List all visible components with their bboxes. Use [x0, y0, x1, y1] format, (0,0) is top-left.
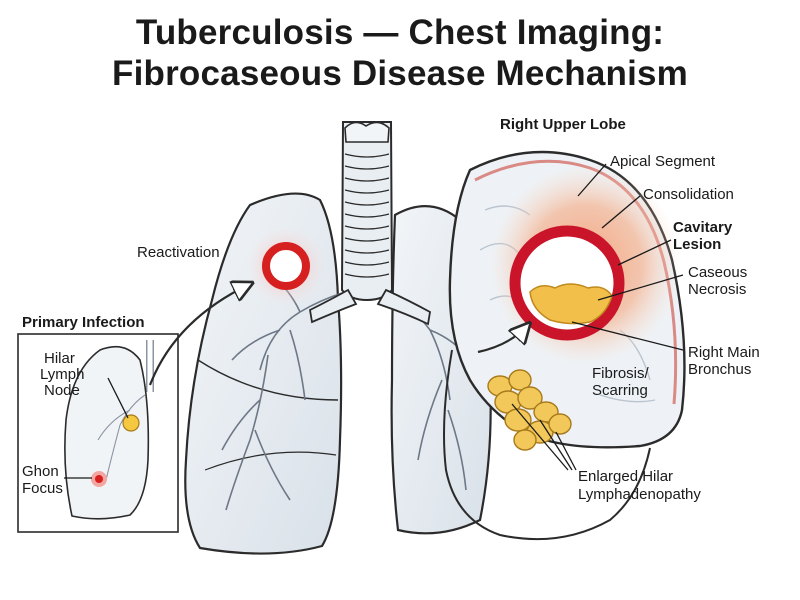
label-hilar-lymph-node-3: Node — [44, 382, 80, 399]
label-consolidation: Consolidation — [643, 186, 734, 203]
reactivation-cavity — [262, 242, 310, 290]
label-right-main-bronchus-1: Right Main — [688, 344, 760, 361]
cavity-arrow — [477, 325, 528, 354]
label-reactivation: Reactivation — [137, 244, 220, 261]
right-upper-lobe-zoom — [448, 150, 686, 449]
label-hilar-lymphadenopathy-1: Enlarged Hilar — [578, 468, 674, 485]
trachea — [340, 121, 394, 302]
right-lower-lobe — [443, 349, 651, 541]
leader-lines — [64, 163, 684, 479]
label-caseous-necrosis-1: Caseous — [688, 264, 748, 281]
label-hilar-lymph-node-1: Hilar — [44, 350, 75, 367]
hilar-lymph-nodes — [487, 369, 572, 451]
label-ghon-focus-1: Ghon — [22, 463, 59, 480]
label-apical-segment: Apical Segment — [610, 153, 716, 170]
title-line-1: Tuberculosis — Chest Imaging: — [135, 13, 665, 52]
label-caseous-necrosis-2: Necrosis — [688, 281, 747, 298]
label-right-upper-lobe: Right Upper Lobe — [500, 116, 626, 133]
label-cavitary-lesion-2: Lesion — [673, 236, 722, 253]
label-hilar-lymph-node-2: Lymph — [40, 366, 85, 383]
label-hilar-lymphadenopathy-2: Lymphadenopathy — [578, 486, 701, 503]
label-primary-infection: Primary Infection — [22, 314, 145, 331]
label-cavitary-lesion-1: Cavitary — [673, 219, 733, 236]
reactivation-arrow — [148, 284, 250, 386]
label-fibrosis-1: Fibrosis/ — [592, 365, 649, 382]
main-bronchi — [309, 288, 431, 326]
diagram-title: Tuberculosis — Chest Imaging: Fibrocaseo… — [0, 12, 800, 94]
left-lung — [184, 192, 346, 555]
label-fibrosis-2: Scarring — [592, 382, 648, 399]
hilar-lymph-node-marker — [122, 414, 140, 432]
label-right-main-bronchus-2: Bronchus — [688, 361, 752, 378]
title-line-2: Fibrocaseous Disease Mechanism — [112, 54, 688, 93]
label-ghon-focus-2: Focus — [22, 480, 63, 497]
primary-infection-inset — [17, 333, 179, 533]
